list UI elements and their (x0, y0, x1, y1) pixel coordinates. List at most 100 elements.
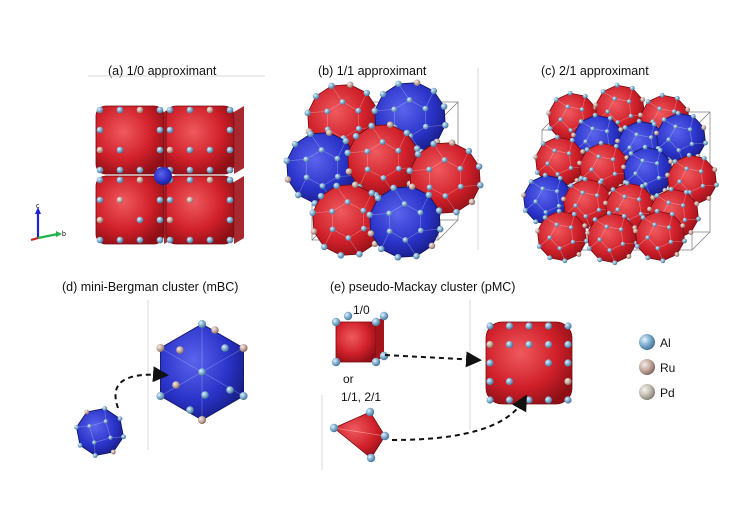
atom (622, 125, 628, 130)
atom (666, 225, 672, 230)
facet-line (638, 199, 642, 215)
atom (542, 172, 548, 178)
facet-line (380, 231, 390, 250)
atom (425, 191, 433, 199)
atom (329, 423, 339, 433)
atom (584, 147, 590, 152)
atom (87, 424, 92, 429)
atom (156, 344, 165, 352)
atom (226, 216, 234, 224)
label-1-0: 1/0 (353, 303, 370, 317)
atom (621, 164, 626, 170)
facet-line (369, 213, 390, 216)
atom (628, 151, 634, 156)
facet-line (652, 108, 660, 122)
atom (226, 196, 234, 204)
atom (533, 154, 538, 160)
atom (589, 167, 594, 172)
atom (652, 222, 657, 227)
atom (367, 230, 375, 237)
facet-line (592, 128, 608, 132)
facet-line (585, 128, 593, 142)
facet-line (591, 156, 599, 170)
facet-line (642, 160, 658, 164)
facet-line (617, 115, 632, 123)
facet-line (420, 194, 430, 213)
atom (505, 396, 514, 404)
facet-line (389, 231, 406, 241)
atom (600, 89, 606, 94)
atom (547, 125, 553, 131)
atom (380, 175, 387, 181)
atom (337, 252, 345, 259)
atom (351, 181, 359, 188)
atom (475, 163, 483, 170)
atom (615, 120, 620, 125)
cube-body (165, 175, 235, 245)
facet-line (547, 150, 555, 164)
facet-line (433, 143, 445, 161)
facet-line (409, 99, 426, 109)
atom (556, 203, 562, 209)
atom (342, 137, 350, 145)
atom (309, 209, 316, 217)
atom (552, 148, 557, 153)
atom (437, 225, 444, 233)
cube-body (95, 175, 165, 245)
atom (668, 239, 674, 245)
atom (576, 252, 582, 257)
atom (406, 97, 413, 103)
atom (624, 180, 630, 186)
atom (364, 166, 371, 173)
atom (701, 155, 707, 161)
transformation-arrows (114, 351, 527, 441)
atom (96, 216, 104, 224)
facet-line (332, 201, 348, 212)
facet-line (559, 241, 574, 249)
atom (360, 225, 367, 232)
facet-line (358, 92, 368, 111)
facet-line (425, 124, 446, 127)
atom (198, 368, 206, 376)
atom (136, 176, 144, 184)
atom (593, 102, 598, 108)
atom (96, 196, 104, 204)
facet-line (327, 101, 343, 112)
atom (386, 210, 393, 217)
facet-line (358, 169, 368, 188)
atom (525, 396, 533, 404)
atom (557, 175, 563, 181)
cluster-body (76, 408, 124, 456)
cube-side (376, 316, 384, 362)
atom (226, 146, 234, 154)
facet-line (310, 133, 322, 151)
atom (606, 210, 612, 216)
label-1-1-2-1: 1/1, 2/1 (341, 390, 382, 404)
facet-line (700, 171, 704, 187)
atom (689, 141, 695, 147)
red-cluster (533, 134, 587, 190)
facet-line (689, 185, 704, 193)
facet-line (89, 426, 95, 443)
red-cluster (309, 181, 387, 259)
atom (690, 113, 696, 119)
atom (598, 140, 604, 146)
facet-line (678, 143, 693, 151)
atom (422, 123, 429, 130)
atom (221, 344, 229, 352)
facet-line (425, 90, 435, 109)
panel-a-structure (95, 105, 244, 245)
atom (654, 161, 660, 166)
facet-line (389, 203, 405, 214)
atom (544, 340, 553, 349)
atom (186, 406, 194, 414)
atom (582, 223, 588, 229)
atom (206, 166, 214, 174)
atom (379, 311, 389, 321)
atom (540, 186, 545, 191)
atom (618, 227, 624, 232)
caption-a: (a) 1/0 approximant (108, 64, 217, 78)
atom (325, 129, 333, 136)
facet-line (405, 230, 421, 241)
atom (401, 201, 408, 207)
